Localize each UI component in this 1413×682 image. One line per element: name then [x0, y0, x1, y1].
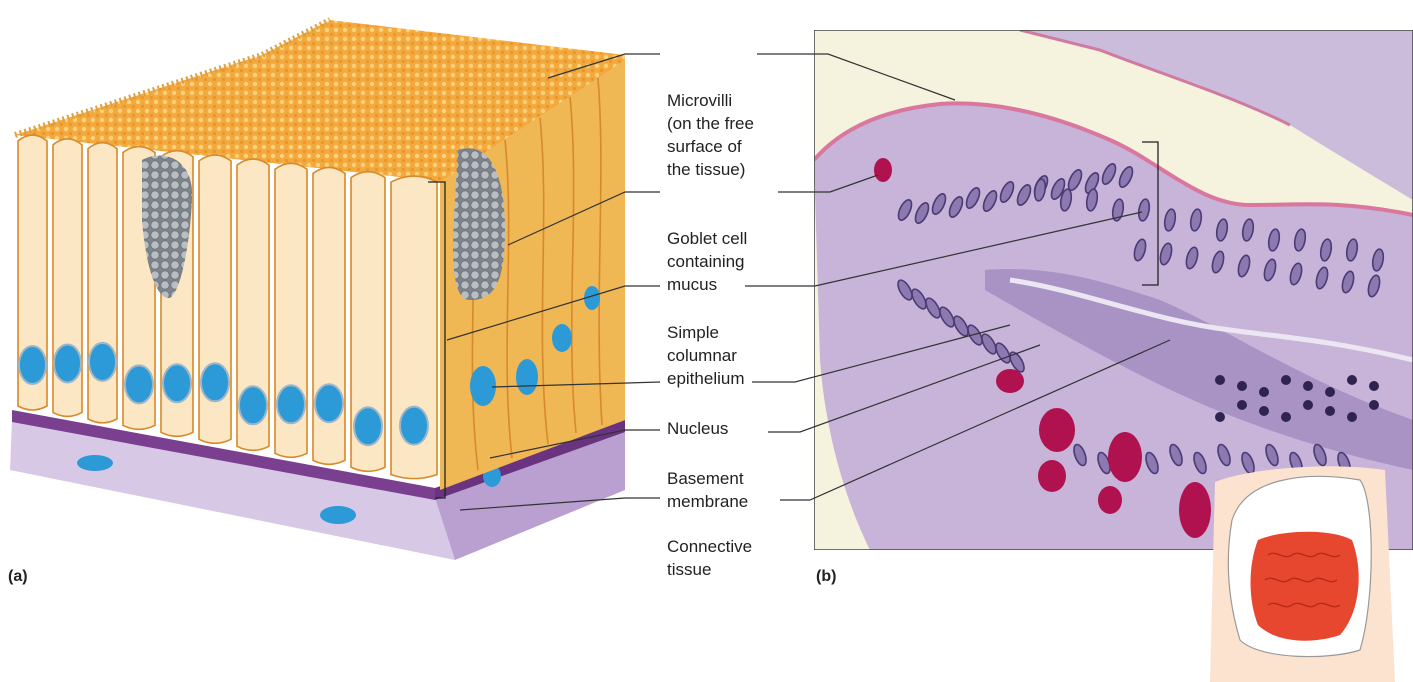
cell-nucleus — [400, 407, 428, 445]
histology-nucleus — [1369, 381, 1379, 391]
histology-nucleus — [1259, 406, 1269, 416]
cell-nucleus — [201, 363, 229, 401]
histology-nucleus — [1369, 400, 1379, 410]
cell-nucleus — [19, 346, 46, 384]
cell-nucleus — [125, 365, 153, 403]
histology-nucleus — [1347, 412, 1357, 422]
histology-nucleus — [1237, 381, 1247, 391]
histology-nucleus — [1215, 412, 1225, 422]
histology-nucleus — [1237, 400, 1247, 410]
histology-nucleus — [1281, 375, 1291, 385]
cell-nucleus — [54, 344, 81, 382]
histology-nucleus — [1325, 406, 1335, 416]
histology-nucleus — [1303, 400, 1313, 410]
cell-nucleus — [89, 343, 116, 381]
histology-nucleus — [1215, 375, 1225, 385]
intestine-inset-icon — [1210, 466, 1395, 682]
histology-nucleus — [1303, 381, 1313, 391]
cell-nucleus — [163, 364, 191, 402]
cell-nucleus — [239, 386, 267, 424]
cell-nucleus — [354, 407, 382, 445]
panel-label-a: (a) — [8, 568, 28, 586]
cell-nucleus — [277, 385, 305, 423]
histology-nucleus — [1325, 387, 1335, 397]
histology-nucleus — [1281, 412, 1291, 422]
small-intestine — [1251, 532, 1359, 641]
cell-nucleus — [315, 384, 343, 422]
histology-nucleus — [1259, 387, 1269, 397]
histology-nucleus — [1347, 375, 1357, 385]
panel-label-b: (b) — [816, 568, 836, 586]
epithelium-3d-drawing — [10, 20, 625, 560]
